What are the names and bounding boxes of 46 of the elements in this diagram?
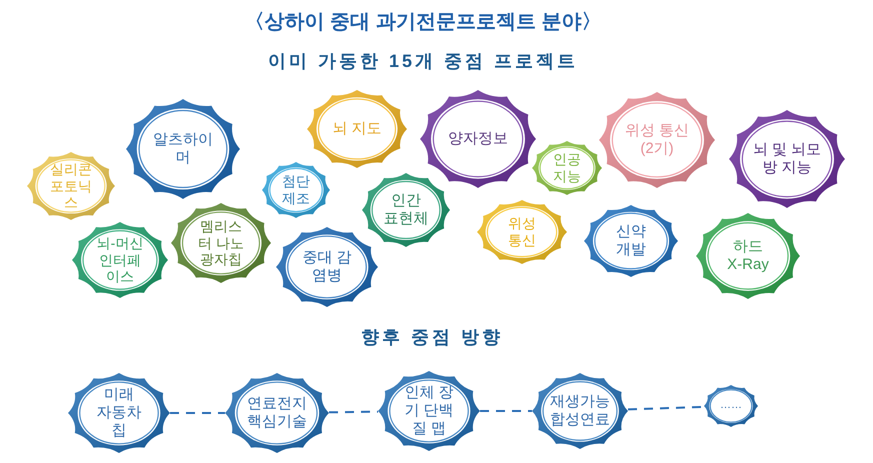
- badge-label: 뇌 지도: [332, 120, 382, 138]
- badge-label: 멤리스터 나노 광자칩: [198, 218, 244, 268]
- title: 〈상하이 중대 과기전문프로젝트 분야〉: [244, 10, 602, 35]
- starburst-badge: [378, 371, 480, 451]
- starburst-badge: [532, 373, 628, 449]
- starburst-badge: [696, 213, 800, 299]
- badge-label: 인체 장기 단백질 맵: [404, 384, 454, 438]
- badge-label: 첨단 제조: [282, 173, 310, 207]
- badge-label: 위성 통신: [508, 215, 536, 249]
- badge-label: 재생가능 합성연료: [550, 393, 610, 429]
- badge-label: 알츠하이머: [152, 131, 214, 167]
- badge-label: 뇌 및 뇌모방 지능: [752, 141, 822, 177]
- section-heading: 향후 중점 방향: [361, 326, 503, 349]
- badge-label: 인공 지능: [552, 151, 582, 185]
- starburst-badge: [584, 205, 678, 277]
- badge-label: 뇌-머신 인터페이스: [96, 234, 144, 286]
- dashed-connector: [170, 412, 225, 414]
- badge-label: 위성 통신 (2기): [624, 122, 690, 158]
- starburst-badge: [532, 141, 602, 195]
- starburst-badge: [599, 92, 715, 188]
- badge-label: 중대 감염병: [302, 249, 352, 285]
- dashed-connector: [328, 410, 378, 414]
- badge-label: 미래 자동차 칩: [96, 386, 142, 440]
- starburst-badge: [72, 222, 168, 298]
- starburst-badge: [276, 227, 378, 307]
- starburst-badge: [729, 110, 845, 208]
- badge-label: 인간 표현체: [383, 192, 429, 228]
- starburst-badge: [262, 162, 330, 218]
- starburst-badge: [307, 90, 407, 168]
- dashed-connector: [480, 410, 532, 412]
- badge-label: 실리콘 포토닉스: [50, 160, 92, 212]
- starburst-badge: [225, 373, 329, 453]
- starburst-badge: [362, 173, 450, 247]
- starburst-badge: [477, 200, 567, 264]
- badge-label: 연료전지 핵심기술: [246, 395, 308, 431]
- starburst-badge: [27, 152, 115, 220]
- badge-label: 양자정보: [448, 130, 508, 148]
- starburst-badge: [68, 373, 170, 453]
- starburst-badge: [704, 385, 758, 427]
- starburst-badge: [171, 203, 271, 283]
- starburst-badge: [420, 90, 536, 188]
- starburst-badge: [126, 99, 240, 199]
- badge-label: 신약 개발: [616, 223, 646, 259]
- section-heading: 이미 가동한 15개 중점 프로젝트: [268, 50, 578, 73]
- badge-label: ……: [720, 399, 742, 413]
- badge-label: 하드 X-Ray: [726, 238, 770, 274]
